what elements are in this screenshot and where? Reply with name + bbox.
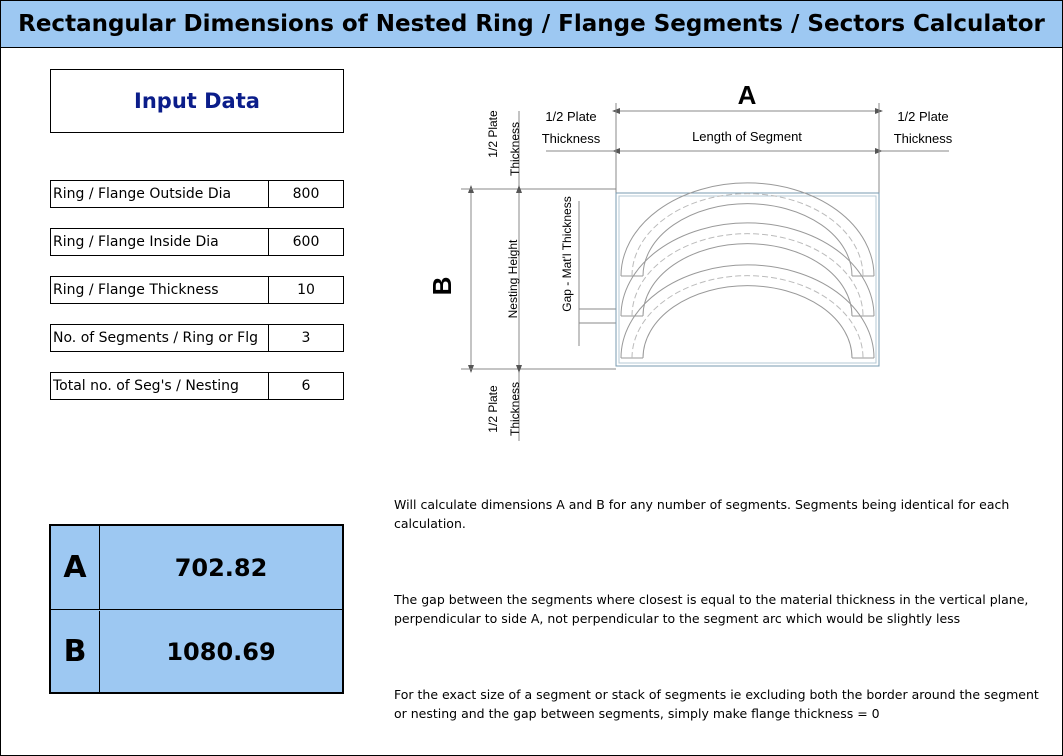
field-segments-per-ring: No. of Segments / Ring or Flg 3: [50, 324, 344, 352]
field-total-segments: Total no. of Seg's / Nesting 6: [50, 372, 344, 400]
title-bar: Rectangular Dimensions of Nested Ring / …: [1, 1, 1062, 48]
dim-a-label: A: [738, 80, 757, 110]
nesting-diagram: A Length of Segment 1/2 Plate Thickness …: [431, 80, 953, 441]
total-segments-input[interactable]: 6: [301, 378, 311, 394]
field-label: Ring / Flange Inside Dia: [51, 229, 269, 255]
field-label: No. of Segments / Ring or Flg: [51, 325, 269, 351]
result-b-value: 1080.69: [166, 637, 276, 666]
vertical-half-plate-top-label: 1/2 Plate: [486, 110, 500, 158]
half-plate-top-left-label: 1/2 Plate: [545, 109, 596, 124]
field-outside-dia: Ring / Flange Outside Dia 800: [50, 180, 344, 208]
dim-b-label: B: [431, 277, 457, 296]
field-label: Ring / Flange Thickness: [51, 277, 269, 303]
field-label: Ring / Flange Outside Dia: [51, 181, 269, 207]
thickness-input[interactable]: 10: [297, 282, 315, 298]
result-a-value: 702.82: [174, 553, 268, 582]
outside-dia-input[interactable]: 800: [292, 186, 320, 202]
result-a-key: A: [51, 526, 100, 609]
result-b-key: B: [51, 611, 100, 692]
page-title: Rectangular Dimensions of Nested Ring / …: [18, 11, 1045, 37]
input-data-label: Input Data: [134, 89, 260, 113]
input-data-header: Input Data: [50, 69, 344, 133]
field-thickness: Ring / Flange Thickness 10: [50, 276, 344, 304]
half-plate-top-right-label-2: Thickness: [894, 131, 953, 146]
half-plate-top-right-label: 1/2 Plate: [897, 109, 948, 124]
length-of-segment-label: Length of Segment: [692, 129, 802, 144]
note-2: The gap between the segments where close…: [394, 592, 1029, 626]
result-b-row: B 1080.69: [51, 611, 342, 692]
vertical-half-plate-bottom-label: 1/2 Plate: [486, 385, 500, 433]
field-inside-dia: Ring / Flange Inside Dia 600: [50, 228, 344, 256]
note-3: For the exact size of a segment or stack…: [394, 687, 1039, 721]
result-a-row: A 702.82: [51, 526, 342, 610]
segments-per-ring-input[interactable]: 3: [301, 330, 311, 346]
inside-dia-input[interactable]: 600: [292, 234, 320, 250]
half-plate-top-left-label-2: Thickness: [542, 131, 601, 146]
nesting-height-label: Nesting Height: [506, 239, 520, 318]
gap-label: Gap - Mat'l Thickness: [560, 196, 574, 311]
results-panel: A 702.82 B 1080.69: [49, 524, 344, 694]
note-1: Will calculate dimensions A and B for an…: [394, 497, 1010, 531]
field-label: Total no. of Seg's / Nesting: [51, 373, 269, 399]
vertical-half-plate-bottom-label-2: Thickness: [508, 382, 522, 436]
vertical-half-plate-top-label-2: Thickness: [508, 122, 522, 176]
